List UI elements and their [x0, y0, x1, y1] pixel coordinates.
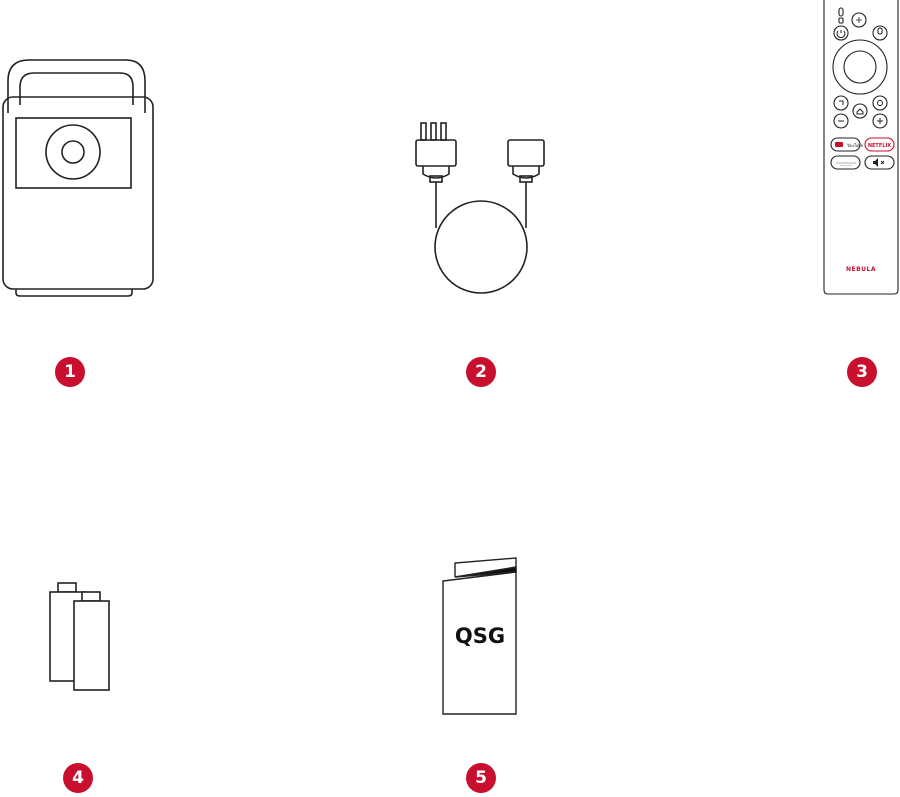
quick-start-guide-illustration: QSG — [440, 555, 524, 720]
projector-illustration — [0, 55, 160, 300]
youtube-label: YouTube — [846, 143, 864, 148]
remote-control-icon: YouTube NETFLIX NEBULA — [822, 0, 900, 295]
item-number-badge-4: 4 — [63, 763, 93, 793]
batteries-illustration — [48, 578, 114, 694]
quick-start-guide-icon: QSG — [440, 555, 524, 720]
remote-brand-label: NEBULA — [846, 266, 876, 273]
remote-control-illustration: YouTube NETFLIX NEBULA — [822, 0, 900, 295]
qsg-label: QSG — [455, 624, 505, 648]
item-number-badge-1: 1 — [55, 357, 85, 387]
power-cable-icon — [410, 120, 550, 305]
batteries-icon — [48, 578, 114, 694]
power-cable-illustration — [410, 120, 550, 305]
projector-icon — [0, 55, 160, 300]
item-number-badge-5: 5 — [466, 763, 496, 793]
item-number-badge-2: 2 — [466, 357, 496, 387]
item-number-badge-3: 3 — [847, 357, 877, 387]
netflix-label: NETFLIX — [868, 143, 891, 149]
